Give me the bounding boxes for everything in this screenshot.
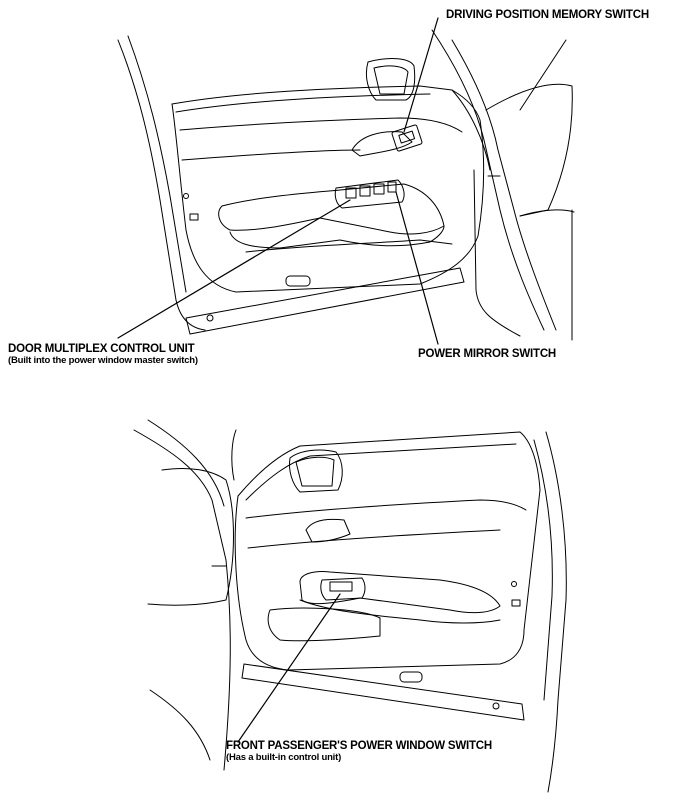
- driver-window-frame-inner: [175, 93, 431, 113]
- driver-door-frame-left-inner: [127, 35, 187, 293]
- label-front-passenger-power-window-switch: FRONT PASSENGER'S POWER WINDOW SWITCH (H…: [226, 740, 492, 764]
- driver-inner-handle: [351, 131, 413, 157]
- leader-memory-switch: [403, 17, 439, 133]
- passenger-window-frame-inner: [245, 443, 517, 501]
- label-door-multiplex-control-unit: DOOR MULTIPLEX CONTROL UNIT (Built into …: [8, 343, 198, 367]
- passenger-seat-edge: [147, 467, 234, 606]
- driver-side-mirror-inner: [373, 65, 409, 95]
- memory-switch-buttons: [398, 130, 416, 144]
- passenger-edge-screw: [511, 581, 517, 587]
- passenger-door-drawing: [133, 419, 567, 793]
- passenger-body-pillar-right: [545, 431, 567, 793]
- driver-body-edge: [473, 169, 521, 337]
- driver-door-frame-left: [117, 39, 206, 331]
- power-mirror-switch-text: POWER MIRROR SWITCH: [418, 348, 557, 360]
- driver-door-outline: [171, 89, 485, 293]
- master-switch-button-2: [359, 185, 371, 197]
- passenger-edge-clip: [511, 599, 521, 607]
- passenger-body-pillar-left: [231, 429, 237, 481]
- driver-edge-screw-1: [183, 193, 189, 199]
- front-passenger-power-window-switch-note: (Has a built-in control unit): [226, 752, 342, 764]
- driver-seat-edge: [485, 83, 573, 217]
- passenger-switch-shape: [320, 577, 366, 601]
- memory-switch-shape: [391, 124, 423, 152]
- label-power-mirror-switch: POWER MIRROR SWITCH: [418, 348, 556, 361]
- driver-armrest: [218, 183, 445, 235]
- driver-sill: [185, 267, 465, 335]
- leader-multiplex-unit: [117, 199, 351, 339]
- passenger-inner-handle: [305, 518, 351, 543]
- passenger-body-pillar-right-2: [533, 439, 553, 701]
- leader-power-mirror: [395, 191, 439, 345]
- passenger-door-outline: [234, 489, 541, 671]
- driver-seat-edge-2: [519, 209, 575, 217]
- passenger-side-mirror-inner: [295, 456, 335, 487]
- passenger-body-left-1: [133, 429, 231, 771]
- label-driving-position-memory-switch: DRIVING POSITION MEMORY SWITCH: [446, 9, 649, 22]
- driver-sill-screw: [206, 314, 214, 322]
- leader-passenger-switch: [237, 593, 341, 743]
- driver-reflector: [285, 275, 311, 287]
- passenger-reflector: [399, 671, 423, 683]
- passenger-armrest-lower: [299, 599, 501, 624]
- passenger-side-mirror: [289, 449, 343, 493]
- driver-edge-clip: [189, 213, 199, 221]
- door-multiplex-control-unit-note: (Built into the power window master swit…: [8, 355, 198, 367]
- passenger-upper-trim: [245, 499, 527, 519]
- master-switch-button-4: [387, 181, 397, 193]
- driver-side-mirror: [365, 58, 416, 101]
- passenger-body-left-2: [147, 419, 225, 507]
- master-switch-button-1: [345, 187, 357, 199]
- master-switch-shape: [334, 179, 405, 209]
- passenger-switch-button: [329, 581, 353, 592]
- driver-upper-trim: [179, 117, 463, 133]
- door-multiplex-control-unit-text: DOOR MULTIPLEX CONTROL UNIT: [8, 343, 195, 355]
- driver-body-pillar-right: [431, 29, 545, 331]
- passenger-upper-trim-2: [247, 529, 501, 549]
- front-passenger-power-window-switch-text: FRONT PASSENGER'S POWER WINDOW SWITCH: [226, 740, 493, 752]
- driver-armrest-lower: [229, 225, 445, 249]
- driver-door-drawing: [117, 29, 575, 341]
- passenger-sill-screw: [492, 702, 500, 710]
- passenger-window-frame: [237, 431, 541, 497]
- driver-far-right-line-1: [519, 39, 567, 111]
- driver-window-frame: [171, 85, 491, 171]
- passenger-sill: [241, 663, 525, 721]
- driver-body-pillar-right-2: [451, 39, 557, 331]
- driver-upper-trim-2: [181, 149, 361, 161]
- passenger-armrest: [299, 571, 501, 614]
- passenger-door-pocket: [267, 607, 381, 642]
- master-switch-button-3: [373, 183, 385, 195]
- passenger-left-line: [149, 689, 211, 761]
- driving-position-memory-switch-text: DRIVING POSITION MEMORY SWITCH: [446, 9, 649, 21]
